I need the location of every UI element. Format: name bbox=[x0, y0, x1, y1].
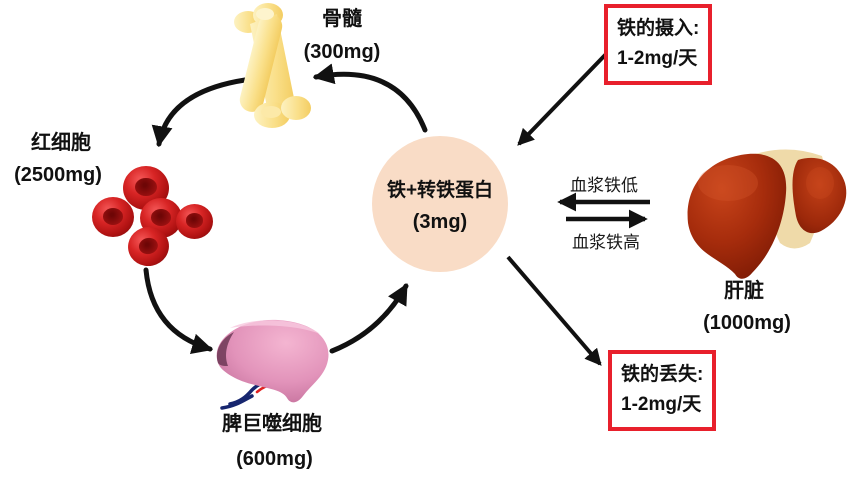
red-cell bbox=[92, 197, 134, 237]
plasma-iron-low-label: 血浆铁低 bbox=[570, 176, 638, 195]
arrow-pool-to-bonemarrow bbox=[312, 63, 428, 133]
arrow-iron-intake bbox=[517, 50, 610, 146]
iron-loss-title: 铁的丢失: bbox=[621, 364, 704, 385]
red-blood-cells-label: 红细胞 bbox=[31, 132, 91, 154]
arrow-spleen-to-pool bbox=[329, 283, 409, 354]
arrow-rbc-to-spleen bbox=[143, 267, 214, 355]
spleen-macrophages-amount: (600mg) bbox=[236, 448, 313, 470]
transferrin-pool-label: 铁+转铁蛋白 bbox=[386, 179, 494, 201]
plasma-iron-high-label: 血浆铁高 bbox=[572, 233, 640, 252]
bone-marrow-amount: (300mg) bbox=[303, 41, 381, 63]
spleen-icon bbox=[216, 319, 329, 410]
iron-intake-title: 铁的摄入: bbox=[617, 18, 700, 39]
liver-icon bbox=[687, 149, 847, 279]
liver-label: 肝脏 bbox=[724, 280, 764, 302]
iron-loss-callout: 铁的丢失: 1-2mg/天 bbox=[608, 350, 717, 431]
transferrin-pool-amount: (3mg) bbox=[412, 210, 468, 233]
arrow-iron-loss bbox=[506, 255, 602, 366]
spleen-macrophages-label: 脾巨噬细胞 bbox=[222, 413, 322, 435]
bone-marrow-label: 骨髓 bbox=[322, 8, 362, 30]
iron-intake-callout: 铁的摄入: 1-2mg/天 bbox=[604, 4, 713, 85]
liver-amount: (1000mg) bbox=[703, 312, 791, 334]
arrow-bonemarrow-to-rbc bbox=[151, 77, 248, 148]
red-cell bbox=[176, 204, 213, 239]
transferrin-pool-node: 铁+转铁蛋白 (3mg) bbox=[372, 136, 508, 272]
bone-icon bbox=[234, 3, 311, 128]
iron-loss-value: 1-2mg/天 bbox=[621, 394, 702, 415]
iron-intake-value: 1-2mg/天 bbox=[617, 48, 698, 69]
red-blood-cells-amount: (2500mg) bbox=[14, 164, 102, 186]
